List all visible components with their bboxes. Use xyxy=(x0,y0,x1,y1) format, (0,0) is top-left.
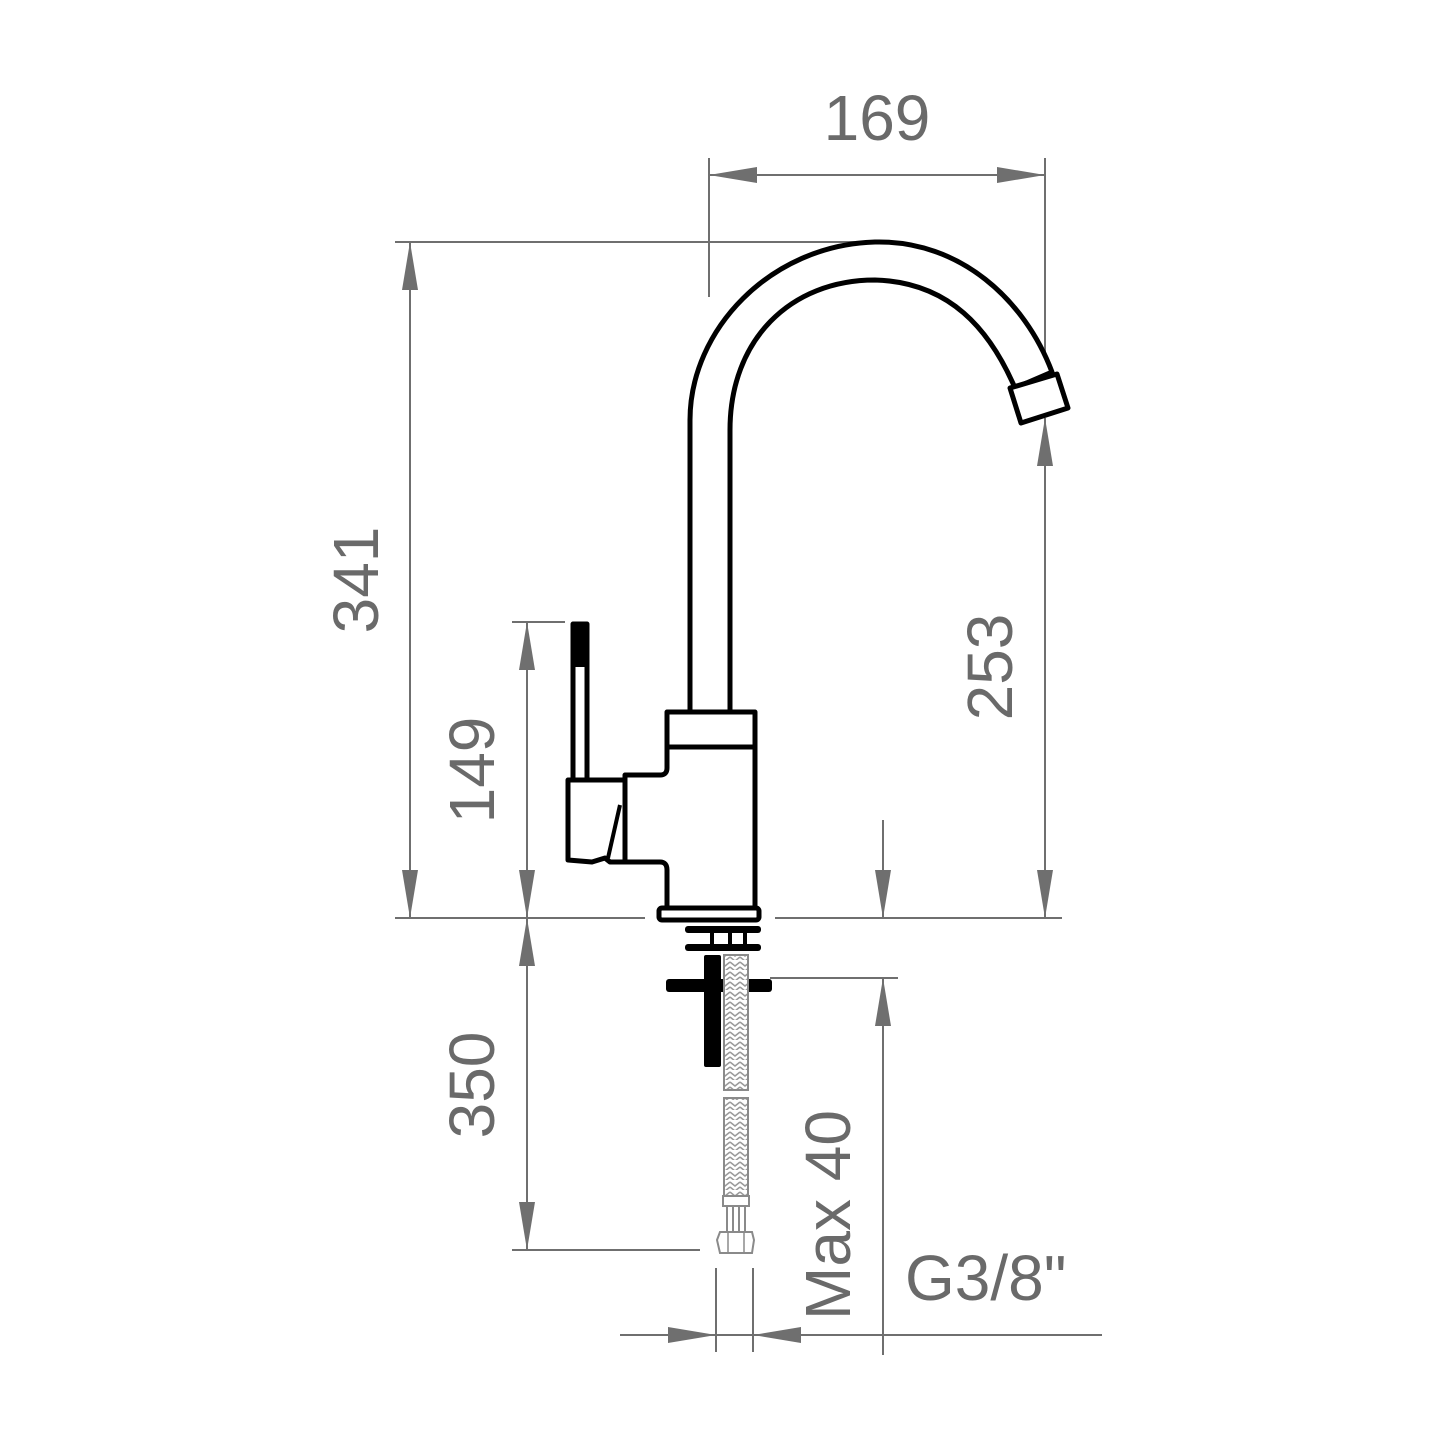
hose-nut xyxy=(715,1231,756,1254)
aerator xyxy=(1007,371,1071,426)
dimension-label-connection-thread: G3/8" xyxy=(905,1242,1066,1314)
faucet-outline xyxy=(565,239,1071,923)
hose-lower xyxy=(723,1097,749,1197)
dimension-handle-height: 149 xyxy=(436,621,565,918)
hose-upper xyxy=(723,954,749,1091)
dimension-total-height: 341 xyxy=(320,241,1062,919)
dimension-spout-reach: 169 xyxy=(708,82,1046,372)
dimension-label-spout-height: 253 xyxy=(954,614,1026,721)
base-plate xyxy=(656,905,762,923)
dimension-label-spout-reach: 169 xyxy=(824,82,931,154)
dimension-connection-thread: G3/8" xyxy=(620,1242,1102,1352)
body-main xyxy=(622,744,758,911)
dimension-max-deck-thickness: Max 40 xyxy=(770,820,898,1355)
dimension-hose-length: 350 xyxy=(436,918,700,1251)
dimension-label-handle-height: 149 xyxy=(436,717,508,824)
dimension-spout-height: 253 xyxy=(954,418,1053,918)
lever-tip xyxy=(573,622,587,667)
dimension-label-hose-length: 350 xyxy=(436,1032,508,1139)
dimension-label-total-height: 341 xyxy=(320,527,392,634)
dimension-label-max-deck-thickness: Max 40 xyxy=(792,1110,864,1320)
mounting-hardware xyxy=(666,926,772,1254)
body-cap xyxy=(664,709,758,750)
spout xyxy=(687,239,1055,715)
